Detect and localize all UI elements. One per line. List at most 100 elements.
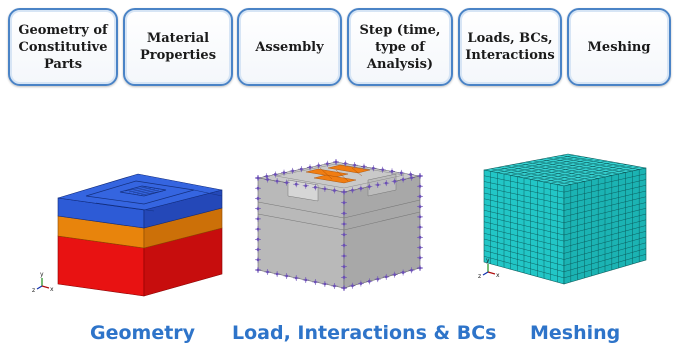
- bc-marker: [255, 175, 261, 181]
- bc-marker: [349, 187, 356, 194]
- bc-marker: [321, 185, 328, 192]
- bc-marker: [255, 226, 261, 233]
- mesh-line: [511, 164, 592, 181]
- mesh-line: [483, 204, 565, 223]
- bc-marker: [400, 176, 407, 183]
- mesh-line: [497, 167, 578, 184]
- bc-marker: [366, 278, 373, 285]
- bc-marker: [331, 283, 338, 289]
- mesh-line: [563, 196, 647, 217]
- bc-marker: [255, 246, 261, 253]
- bc-marker: [341, 199, 347, 206]
- contact-strip-2: [327, 164, 371, 174]
- bc-marker: [324, 160, 331, 167]
- bc-marker: [383, 273, 390, 280]
- caption-geometry: Geometry: [90, 322, 196, 344]
- bc-marker: [370, 165, 377, 172]
- bc-marker: [341, 285, 347, 291]
- bc-marker: [289, 167, 296, 174]
- mesh-grid-lines: [483, 154, 647, 283]
- bc-marker: [264, 269, 271, 275]
- bc-marker: [333, 159, 339, 165]
- bc-marker: [341, 242, 347, 249]
- bc-marker: [342, 160, 349, 167]
- bc-marker: [379, 166, 386, 173]
- bc-marker: [341, 221, 347, 227]
- bc-marker: [274, 271, 281, 277]
- mesh-line: [483, 244, 565, 266]
- bc-marker: [383, 180, 390, 187]
- geometry-hatch-2: [128, 187, 152, 193]
- mesh-line: [483, 181, 565, 199]
- bc-marker: [321, 281, 328, 287]
- bc-marker: [312, 279, 319, 285]
- contact-strip-3: [313, 174, 357, 184]
- bc-marker: [417, 234, 423, 241]
- mesh-line: [563, 248, 647, 272]
- geometry-axis-y: y: [40, 271, 44, 278]
- bc-marker: [263, 173, 270, 180]
- bc-marker: [312, 184, 319, 191]
- bc-marker: [417, 203, 423, 210]
- geometry-axis-triad: y x z: [32, 271, 54, 294]
- step-analysis-label: Step (time, type of Analysis): [359, 22, 441, 72]
- mesh-line: [483, 221, 565, 242]
- bc-marker: [283, 273, 290, 279]
- assembly-inner-wall-right: [367, 173, 397, 197]
- geometry-axis-z: z: [32, 287, 35, 294]
- step-meshing: Meshing: [567, 8, 671, 86]
- step-assembly-label: Assembly: [255, 39, 324, 55]
- step-loads-bcs: Loads, BCs, Interactions: [458, 8, 562, 86]
- bc-marker: [341, 231, 347, 238]
- bc-marker: [293, 181, 300, 188]
- bc-marker: [417, 265, 423, 271]
- bc-markers: [255, 159, 423, 291]
- mesh-line: [483, 198, 565, 217]
- mesh-line: [563, 236, 647, 260]
- bc-marker: [400, 269, 407, 276]
- bc-marker: [417, 183, 423, 190]
- bc-marker: [302, 277, 309, 283]
- step-geometry: Geometry of Constitutive Parts: [8, 8, 118, 86]
- bc-marker: [331, 187, 338, 194]
- mesh-line: [483, 215, 565, 236]
- bc-marker: [407, 171, 414, 178]
- step-material-properties-label: Material Properties: [139, 31, 217, 63]
- mesh-line: [563, 190, 647, 211]
- bc-marker: [374, 181, 381, 188]
- bc-marker: [255, 205, 261, 212]
- bc-marker: [417, 244, 423, 251]
- bc-marker: [307, 164, 313, 171]
- mesh-line: [563, 185, 647, 205]
- mesh-line: [563, 179, 647, 199]
- meshing-figure: y x z: [478, 153, 647, 285]
- bc-marker: [391, 178, 398, 185]
- bc-marker: [398, 169, 405, 176]
- mesh-line: [483, 250, 565, 272]
- bc-marker: [341, 274, 347, 281]
- bc-marker: [255, 195, 261, 202]
- mesh-line: [563, 242, 647, 266]
- mesh-line: [504, 165, 585, 182]
- bc-marker: [391, 271, 398, 278]
- mesh-line: [483, 210, 565, 230]
- bc-marker: [357, 185, 364, 192]
- bc-marker: [357, 280, 364, 287]
- step-assembly: Assembly: [237, 8, 342, 86]
- caption-meshing: Meshing: [530, 322, 621, 344]
- bc-marker: [417, 254, 423, 261]
- mesh-line: [563, 173, 647, 193]
- meshing-axis-y: y: [486, 257, 490, 264]
- mesh-line: [525, 161, 606, 178]
- mesh-line: [483, 233, 565, 254]
- geometry-hatch-5: [140, 190, 164, 196]
- bc-marker: [341, 189, 347, 195]
- bc-marker: [255, 185, 261, 192]
- bc-marker: [274, 178, 281, 185]
- bc-marker: [293, 275, 300, 281]
- geometry-hatch-1: [124, 186, 148, 192]
- geometry-axis-x: x: [50, 286, 54, 293]
- geometry-groove-right: [193, 189, 223, 197]
- bc-marker: [298, 166, 305, 173]
- meshing-axis-z: z: [478, 273, 481, 280]
